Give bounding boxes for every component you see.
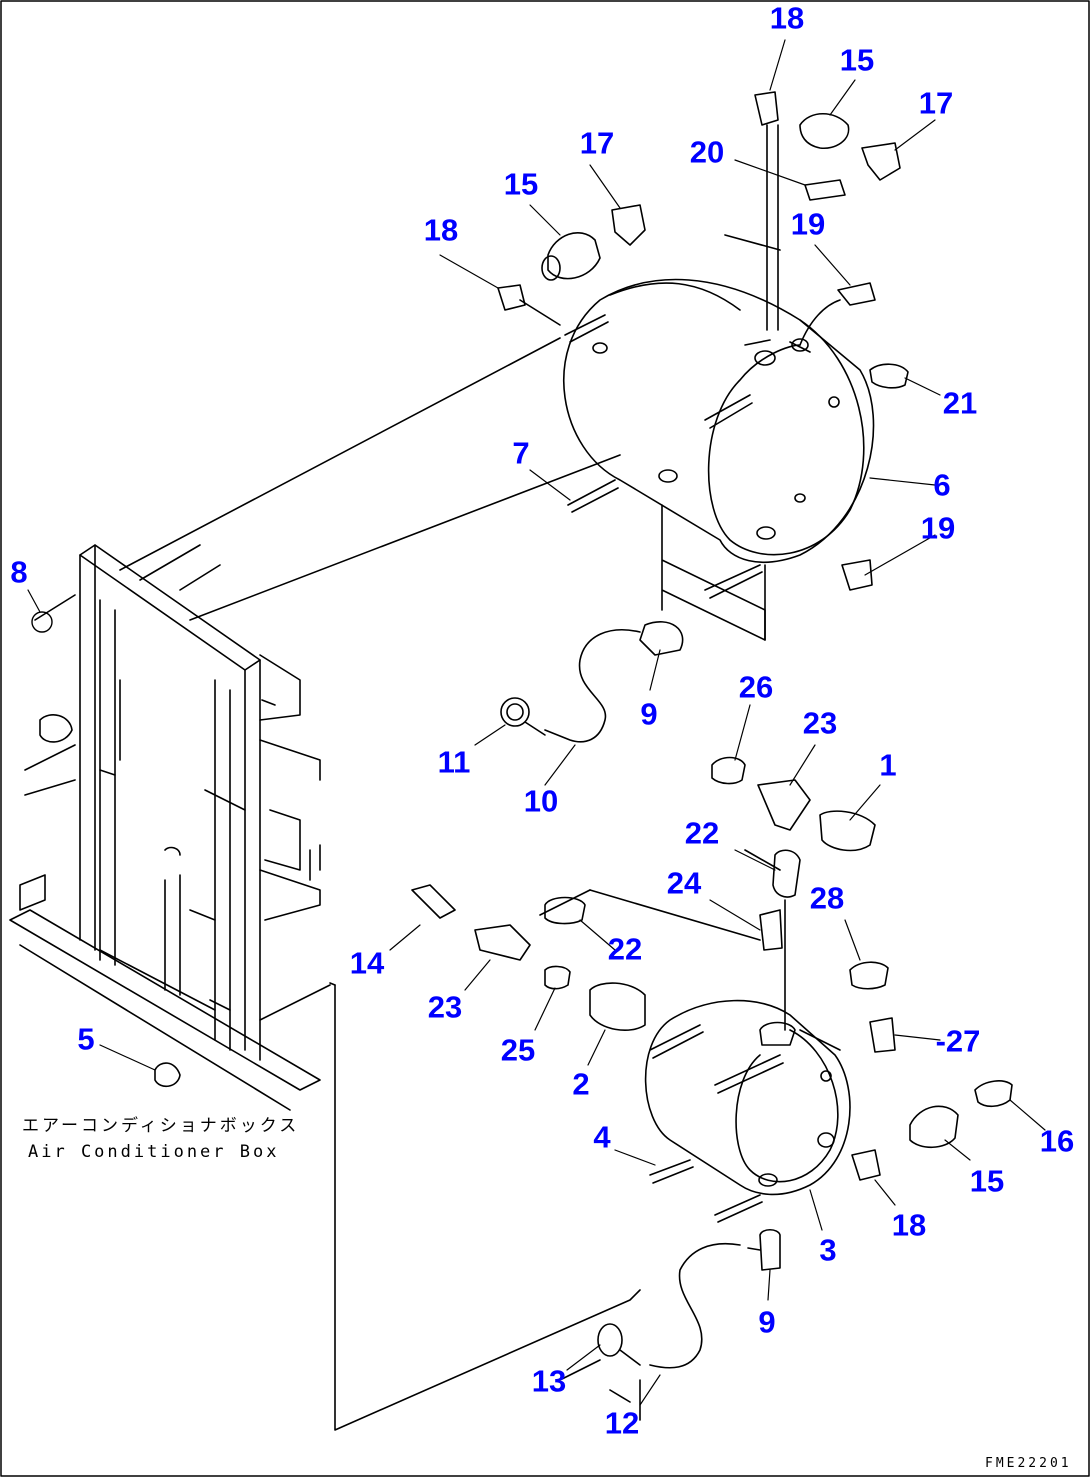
callout-13: 13 (531, 1363, 567, 1399)
callout-19: 19 (790, 206, 826, 242)
callout-22: 22 (607, 931, 643, 967)
callout-17: 17 (579, 125, 615, 161)
callout-15: 15 (839, 42, 875, 78)
box-caption-english: Air Conditioner Box (28, 1142, 280, 1162)
drawing-code: FME22201 (985, 1456, 1072, 1471)
callout-6: 6 (933, 467, 951, 503)
upper-air-tank (563, 278, 875, 641)
upper-fittings (497, 91, 909, 591)
callout-20: 20 (689, 134, 725, 170)
callout-18: 18 (423, 212, 459, 248)
callout-8: 8 (10, 554, 28, 590)
callout-15: 15 (503, 166, 539, 202)
callout-15: 15 (969, 1163, 1005, 1199)
callout-5: 5 (77, 1021, 95, 1057)
callout-28: 28 (809, 880, 845, 916)
callout-10: 10 (523, 783, 559, 819)
callout-23: 23 (802, 705, 838, 741)
callout-26: 26 (738, 669, 774, 705)
callout-9: 9 (758, 1304, 776, 1340)
lower-fittings (411, 756, 1013, 1403)
lower-air-tank (644, 899, 851, 1223)
callout-17: 17 (918, 85, 954, 121)
callout-14: 14 (349, 945, 385, 981)
callout-1: 1 (879, 747, 897, 783)
callout-21: 21 (942, 385, 978, 421)
callout-11: 11 (437, 744, 471, 780)
callout-3: 3 (819, 1232, 837, 1268)
callout-18: 18 (891, 1207, 927, 1243)
callout-12: 12 (604, 1405, 640, 1441)
air-conditioner-box (9, 544, 331, 1111)
callout-2: 2 (572, 1066, 590, 1102)
callout-7: 7 (512, 435, 530, 471)
leader-lines (119, 234, 781, 1431)
callout-16: 16 (1039, 1123, 1075, 1159)
callout-24: 24 (666, 865, 702, 901)
callout-9: 9 (640, 696, 658, 732)
callout-4: 4 (593, 1119, 611, 1155)
callout-25: 25 (500, 1032, 536, 1068)
callout-leaders (27, 39, 1046, 1406)
callout-23: 23 (427, 989, 463, 1025)
box-caption-japanese: エアーコンディショナボックス (22, 1116, 300, 1136)
callout-18: 18 (769, 0, 805, 36)
callout-27: -27 (935, 1023, 981, 1059)
upper-drain-hose (500, 621, 684, 743)
callout-19: 19 (920, 510, 956, 546)
callout-22: 22 (684, 815, 720, 851)
